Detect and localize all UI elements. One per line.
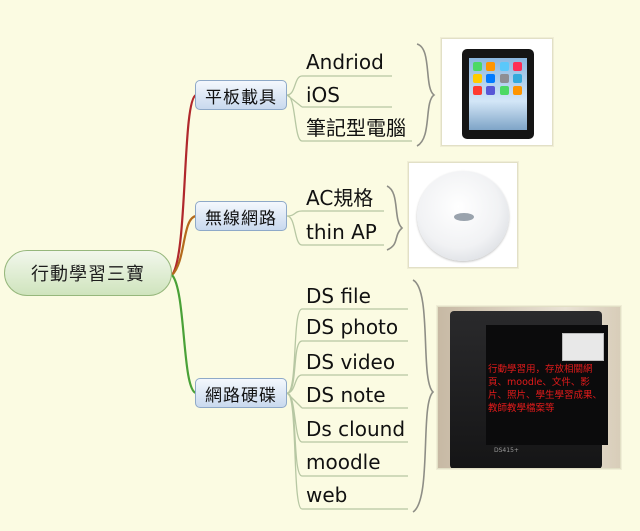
ipad-photo <box>441 38 553 146</box>
leaf-ds-note[interactable]: DS note <box>306 383 386 407</box>
leaf-ds-photo[interactable]: DS photo <box>306 315 399 339</box>
branch-topic-wireless-network[interactable]: 無線網路 <box>195 201 287 231</box>
leaf-thin-ap[interactable]: thin AP <box>306 220 377 244</box>
nas-photo-caption: 行動學習用，存放相關網頁、moodle、文件、影片、照片、學生學習成果、教師教學… <box>488 364 603 414</box>
branch-1-fork <box>286 75 303 142</box>
tablet-screen <box>469 58 527 130</box>
leaf-moodle[interactable]: moodle <box>306 450 381 474</box>
branch-2-fork <box>286 210 303 246</box>
access-point-logo-icon <box>454 213 474 221</box>
leaf-ds-cloud[interactable]: Ds clound <box>306 417 406 441</box>
leaf-ios[interactable]: iOS <box>306 83 340 107</box>
nas-sticker <box>562 333 604 361</box>
brace-branch-3 <box>412 279 435 513</box>
nas-brand-label: DS415+ <box>494 447 519 454</box>
branch-topic-tablet-devices[interactable]: 平板載具 <box>195 80 287 110</box>
leaf-ac-standard[interactable]: AC規格 <box>306 186 374 210</box>
wireless-access-point-photo <box>408 162 518 268</box>
leaf-laptop[interactable]: 筆記型電腦 <box>306 116 406 140</box>
leaf-ds-video[interactable]: DS video <box>306 350 396 374</box>
root-to-branch-3-line <box>171 274 197 395</box>
root-topic[interactable]: 行動學習三寶 <box>4 250 172 296</box>
root-to-branch-2-line <box>171 214 197 276</box>
nas-storage-photo: 行動學習用，存放相關網頁、moodle、文件、影片、照片、學生學習成果、教師教學… <box>437 306 621 469</box>
branch-topic-network-drive[interactable]: 網路硬碟 <box>195 378 287 408</box>
branch-3-fork <box>286 308 303 510</box>
leaf-ds-file[interactable]: DS file <box>306 284 371 308</box>
access-point-icon <box>417 171 509 261</box>
brace-branch-2 <box>386 185 404 251</box>
tablet-device-icon <box>462 49 534 139</box>
root-to-branch-1-line <box>171 93 197 276</box>
leaf-android[interactable]: Andriod <box>306 50 384 74</box>
brace-branch-1 <box>416 43 436 147</box>
leaf-web[interactable]: web <box>306 483 348 507</box>
